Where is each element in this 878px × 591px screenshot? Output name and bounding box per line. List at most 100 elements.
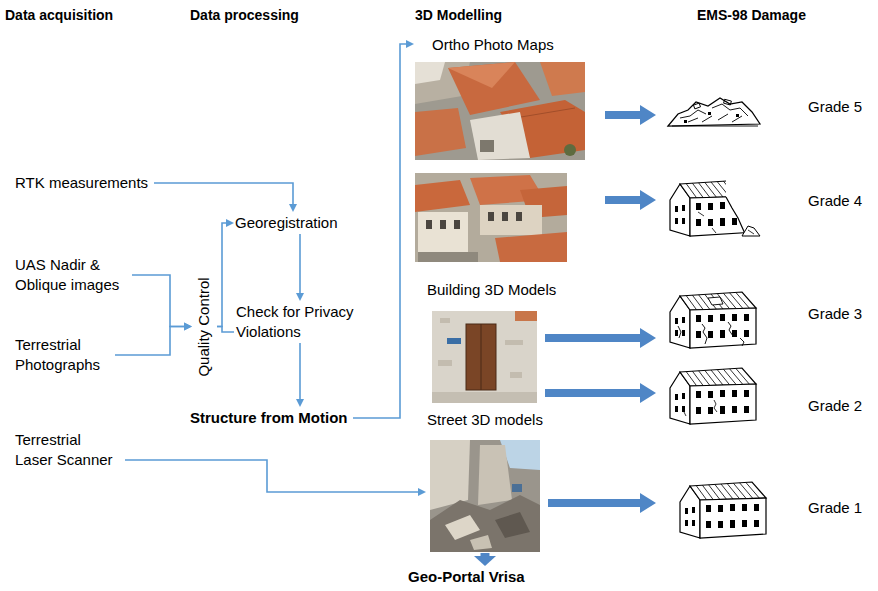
ortho-photo-oblique [415, 173, 567, 262]
connector-arrow [154, 183, 297, 212]
block-arrow [545, 328, 656, 348]
damage-grade-5-drawing [684, 120, 687, 123]
connector-line [132, 275, 186, 327]
process-step: Check for Privacy Violations [236, 302, 362, 342]
connector-line [299, 234, 301, 295]
damage-grade-4-drawing [698, 212, 704, 216]
block-arrow [605, 105, 656, 125]
arrow-head [289, 204, 297, 212]
connector-arrow [353, 40, 414, 418]
connector-line [125, 460, 420, 492]
damage-grade-3-drawing [702, 324, 707, 344]
street-photo [430, 440, 540, 552]
damage-grade-5-drawing [680, 110, 706, 118]
connector-line [115, 327, 186, 356]
damage-grade-5-drawing [724, 99, 732, 105]
connector-line [217, 327, 234, 333]
product-panel: Street 3D models [427, 410, 542, 552]
column-header: 3D Modelling [415, 6, 502, 24]
source-item: UAS Nadir & Oblique images [15, 255, 128, 295]
bracket-label: Quality Control [193, 275, 215, 378]
damage-grade-5-drawing [693, 103, 700, 109]
street-photo [445, 515, 480, 540]
ortho-photo-oblique [415, 180, 470, 212]
damage-grade-1-drawing [680, 482, 766, 538]
node-text: Quality Control [194, 277, 214, 376]
ortho-photo-aerial [470, 112, 530, 160]
connector-line [217, 223, 228, 327]
ortho-photo-aerial [448, 62, 515, 88]
ortho-photo-oblique [426, 212, 522, 229]
damage-grade-2-drawing [670, 368, 756, 424]
street-photo [430, 440, 540, 552]
damage-grade-5-drawing [684, 112, 739, 123]
node-text: Building 3D Models [427, 280, 556, 300]
ortho-photo-aerial [564, 144, 576, 156]
ortho-photo-oblique [502, 212, 508, 221]
building-photo [510, 372, 522, 378]
damage-grade-2-drawing [684, 412, 686, 416]
damage-grade-4-drawing [742, 226, 760, 236]
grade-label: Grade 3 [808, 305, 862, 323]
street-photo [512, 484, 522, 492]
damage-grade-3-drawing [728, 322, 733, 336]
connector-arrow [474, 553, 496, 566]
ortho-photo-oblique [415, 173, 567, 262]
damage-grade-2-drawing [670, 368, 756, 424]
arrow-head [406, 40, 414, 48]
ortho-photo-oblique [454, 220, 460, 229]
process-step: Georegistration [235, 213, 339, 233]
connector-line [353, 44, 408, 418]
ortho-photo-oblique [488, 212, 494, 221]
node-text: Ortho Photo Maps [432, 35, 554, 55]
damage-grade-4-drawing [712, 228, 716, 233]
damage-grade-4-drawing [698, 212, 754, 234]
street-photo [478, 445, 512, 505]
ortho-photo-aerial [415, 62, 585, 160]
node-text: Terrestrial Laser Scanner [15, 430, 120, 470]
source-item: RTK measurements [15, 173, 150, 193]
ortho-photo-aerial [480, 140, 494, 152]
node-text: RTK measurements [15, 173, 148, 193]
product-panel: Ortho Photo Maps [415, 35, 587, 263]
damage-grade-5-drawing [736, 114, 739, 117]
block-arrow [548, 493, 656, 513]
street-photo [430, 440, 470, 510]
damage-grade-1-drawing [680, 482, 766, 538]
connector-arrow [217, 219, 234, 327]
damage-grade-3-drawing [670, 292, 756, 348]
connector-arrow [125, 460, 426, 496]
ortho-photo-oblique [426, 220, 432, 229]
grade-label: Grade 1 [808, 499, 862, 517]
damage-grade-5-drawing [712, 104, 748, 116]
block-arrow [605, 190, 656, 210]
street-photo [430, 495, 540, 552]
damage-grade-5-drawing [668, 98, 760, 126]
arrow-head [296, 399, 304, 407]
ortho-photo-aerial [415, 62, 585, 160]
damage-grade-5-drawing [668, 98, 760, 126]
damage-grade-5-drawing [688, 118, 698, 122]
damage-grade-4-drawing [670, 178, 760, 237]
column-header: Data acquisition [5, 6, 113, 24]
grade-label: Grade 2 [808, 397, 862, 415]
output-portal: Geo-Portal Vrisa [408, 567, 526, 587]
ortho-photo-oblique [440, 220, 446, 229]
ortho-photo-aerial [515, 108, 575, 118]
node-text: Street 3D models [427, 410, 543, 430]
connector-arrow [296, 343, 304, 407]
building-photo [466, 324, 496, 390]
building-photo [432, 311, 537, 403]
street-photo [470, 535, 492, 550]
ortho-photo-oblique [480, 205, 542, 235]
column-header: Data processing [190, 6, 299, 24]
block-arrow [545, 383, 656, 403]
damage-grade-5-drawing [672, 126, 758, 127]
connector-arrow [115, 323, 192, 356]
damage-grade-5-drawing [702, 116, 712, 122]
damage-grade-3-drawing [708, 297, 723, 305]
node-text: Geo-Portal Vrisa [408, 567, 525, 587]
ortho-photo-aerial [415, 108, 466, 156]
